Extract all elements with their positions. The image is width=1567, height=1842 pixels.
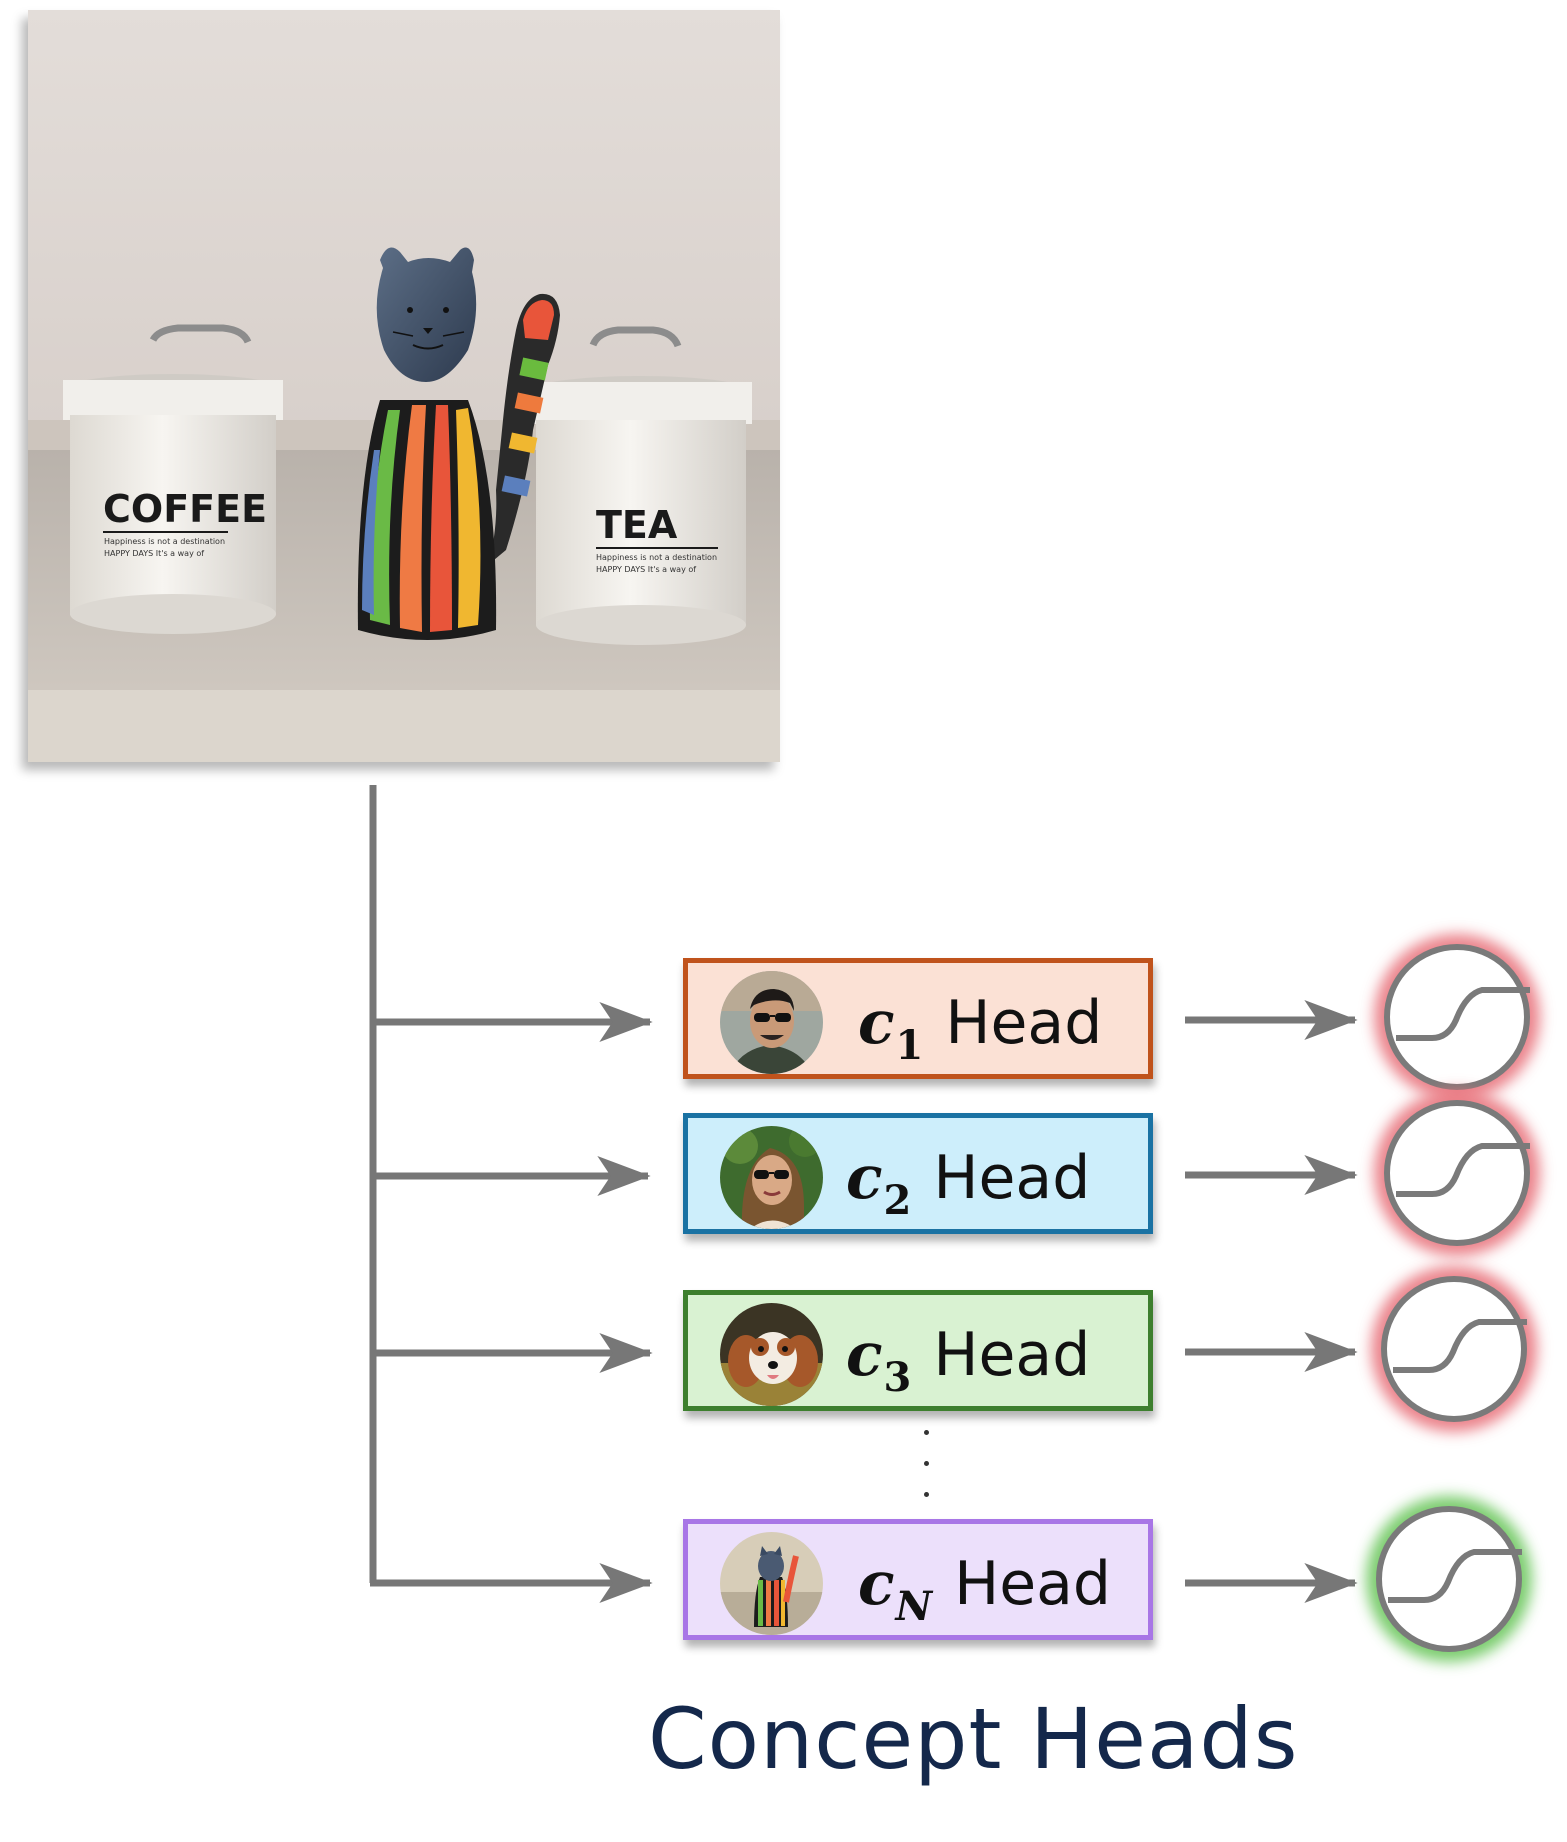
concept-head-1: c1 Head — [683, 958, 1153, 1079]
head-word: Head — [945, 988, 1103, 1058]
sigmoid-icon — [1396, 1143, 1530, 1197]
head-var: c — [858, 1549, 895, 1619]
sigmoid-icon — [1393, 1319, 1527, 1373]
head-label: c1 Head — [858, 983, 1103, 1069]
avatar-person-sunglasses-man — [720, 971, 823, 1074]
svg-text:Happiness is not a destination: Happiness is not a destination — [596, 553, 717, 562]
head-sub: N — [895, 1583, 933, 1630]
head-label: c2 Head — [846, 1138, 1091, 1224]
sigmoid-icon — [1396, 987, 1530, 1041]
sigmoid-neuron-n — [1376, 1506, 1522, 1652]
tea-canister: TEA Happiness is not a destination HAPPY… — [528, 326, 752, 645]
sigmoid-neuron-1 — [1384, 944, 1530, 1090]
head-var: c — [846, 1320, 883, 1390]
svg-text:HAPPY DAYS It's a way of: HAPPY DAYS It's a way of — [596, 565, 696, 574]
ellipsis-vertical — [920, 1430, 932, 1523]
head-sub: 1 — [895, 1022, 924, 1069]
sigmoid-neuron-3 — [1381, 1276, 1527, 1422]
caption: Concept Heads — [648, 1690, 1299, 1788]
concept-head-n: cN Head — [683, 1519, 1153, 1640]
avatar-cat-figurine — [720, 1532, 823, 1635]
coffee-canister: COFFEE Happiness is not a destination HA… — [63, 324, 283, 634]
head-sub: 3 — [883, 1354, 912, 1401]
head-word: Head — [933, 1320, 1091, 1390]
head-label: c3 Head — [846, 1315, 1091, 1401]
concept-head-2: c2 Head — [683, 1113, 1153, 1234]
tea-label: TEA — [596, 503, 678, 547]
svg-text:Happiness is not a destination: Happiness is not a destination — [104, 537, 225, 546]
head-var: c — [858, 988, 895, 1058]
sigmoid-neuron-2 — [1384, 1100, 1530, 1246]
head-label: cN Head — [858, 1544, 1111, 1630]
avatar-person-sunglasses-woman — [720, 1126, 823, 1229]
input-image: COFFEE Happiness is not a destination HA… — [28, 10, 780, 762]
svg-text:HAPPY DAYS It's a way of: HAPPY DAYS It's a way of — [104, 549, 204, 558]
head-var: c — [846, 1143, 883, 1213]
cat-figurine — [357, 247, 560, 640]
concept-head-3: c3 Head — [683, 1290, 1153, 1411]
coffee-label: COFFEE — [103, 487, 267, 531]
head-sub: 2 — [883, 1177, 912, 1224]
avatar-dog — [720, 1303, 823, 1406]
head-word: Head — [933, 1143, 1091, 1213]
head-word: Head — [954, 1549, 1111, 1619]
sigmoid-icon — [1388, 1549, 1522, 1603]
